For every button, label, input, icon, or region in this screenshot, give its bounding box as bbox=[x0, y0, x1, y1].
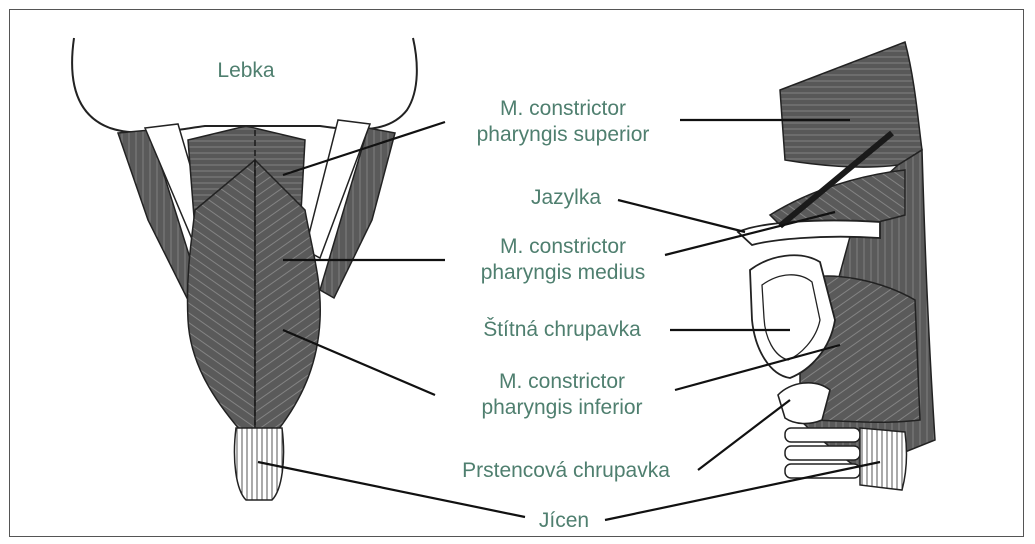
label-constrictor-inferior-line1: M. constrictor bbox=[481, 369, 642, 395]
lateral-constrictor-superior bbox=[780, 42, 922, 167]
skull-outline bbox=[72, 38, 417, 133]
label-jazylka: Jazylka bbox=[531, 185, 601, 211]
label-constrictor-inferior-line2: pharyngis inferior bbox=[481, 395, 642, 421]
posterior-view bbox=[72, 38, 417, 500]
leader-jazylka bbox=[618, 200, 745, 232]
label-lebka: Lebka bbox=[217, 58, 274, 84]
leader-prstencova-chrupavka bbox=[698, 400, 790, 470]
label-constrictor-medius-line2: pharyngis medius bbox=[481, 260, 646, 286]
label-constrictor-superior-line2: pharyngis superior bbox=[477, 122, 650, 148]
label-jicen: Jícen bbox=[539, 508, 589, 534]
label-constrictor-superior-line1: M. constrictor bbox=[477, 96, 650, 122]
label-constrictor-superior: M. constrictor pharyngis superior bbox=[477, 96, 650, 148]
label-prstencova-chrupavka: Prstencová chrupavka bbox=[462, 458, 670, 484]
label-stitna-chrupavka: Štítná chrupavka bbox=[483, 317, 641, 343]
label-constrictor-inferior: M. constrictor pharyngis inferior bbox=[481, 369, 642, 421]
trachea bbox=[785, 428, 860, 478]
lateral-view bbox=[738, 42, 935, 490]
esophagus-posterior bbox=[234, 428, 283, 500]
esophagus-lateral bbox=[860, 428, 906, 490]
constrictor-right-half bbox=[255, 160, 320, 430]
label-constrictor-medius-line1: M. constrictor bbox=[481, 234, 646, 260]
label-constrictor-medius: M. constrictor pharyngis medius bbox=[481, 234, 646, 286]
